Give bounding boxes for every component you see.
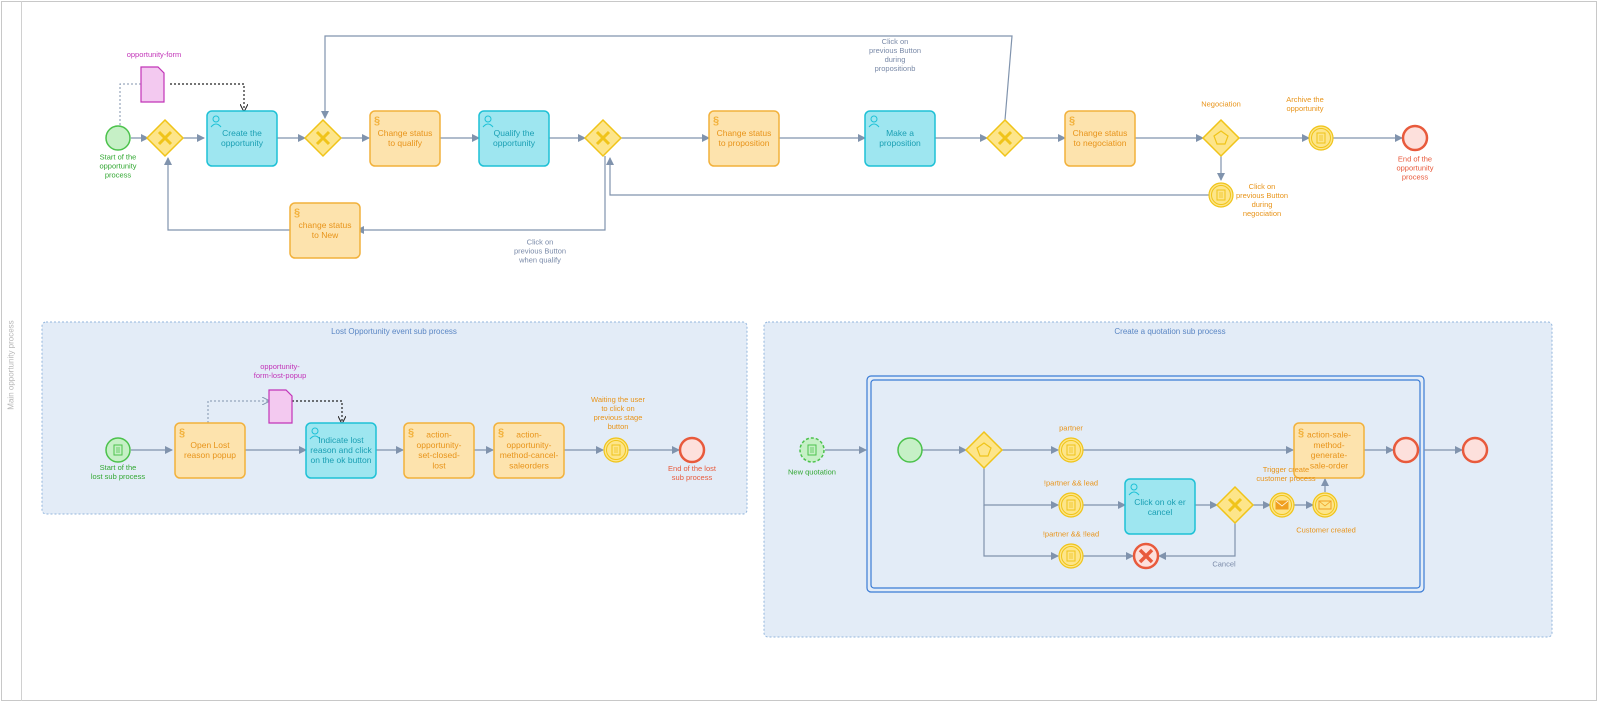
association-data-to-create	[170, 83, 244, 111]
script-task-cancel-saleorders[interactable]: §	[493, 422, 565, 479]
intermediate-event-negociation-previous[interactable]	[1208, 182, 1234, 208]
flow-gateway-to-not-lead-event	[983, 505, 1059, 560]
start-event-new-quotation-icon	[807, 444, 817, 456]
end-event-quotation[interactable]	[1461, 436, 1489, 464]
message-catch-event-customer-created[interactable]	[1312, 492, 1338, 518]
gateway-exclusive-4[interactable]	[985, 118, 1025, 158]
conditional-event-partner[interactable]	[1058, 437, 1084, 463]
flow-gateway-cancel-to-error	[1158, 523, 1236, 560]
end-event-lost[interactable]	[678, 436, 706, 464]
user-task-click-ok-cancel[interactable]	[1124, 478, 1196, 535]
svg-text:§: §	[713, 115, 719, 127]
new-quotation-label: New quotation	[788, 468, 836, 477]
svg-text:§: §	[374, 115, 380, 127]
end-event-opportunity[interactable]	[1401, 124, 1429, 152]
script-task-change-new[interactable]: §	[289, 202, 361, 259]
start-event-opportunity[interactable]	[105, 125, 131, 151]
user-task-indicate-lost-reason[interactable]	[305, 422, 377, 479]
script-task-change-proposition[interactable]: §	[708, 110, 780, 167]
cancel-label: Cancel	[1212, 560, 1236, 569]
user-task-qualify-opportunity[interactable]	[478, 110, 550, 167]
gateway-exclusive-3[interactable]	[583, 118, 623, 158]
start-event-lost[interactable]	[105, 437, 131, 463]
lane-divider	[21, 1, 22, 701]
data-object-opportunity-form[interactable]	[140, 66, 165, 103]
svg-text:§: §	[498, 427, 504, 439]
partner-label: partner	[1059, 424, 1083, 433]
task-cancel-orders-label: action-opportunity-method-cancel-saleord…	[500, 430, 559, 471]
script-task-change-qualify[interactable]: §	[369, 110, 441, 167]
intermediate-event-archive[interactable]	[1308, 125, 1334, 151]
data-object-lost-popup[interactable]	[268, 389, 293, 424]
association-start-to-data	[119, 84, 153, 125]
data-object-opportunity-form-label: opportunity-form	[127, 50, 182, 59]
user-task-make-proposition[interactable]	[864, 110, 936, 167]
flow-gateway3-to-change-new	[356, 156, 606, 234]
task-set-closed-label: action-opportunity-set-closed-lost	[417, 430, 462, 471]
gateway-event-based-negociation[interactable]	[1201, 118, 1241, 158]
svg-text:§: §	[179, 427, 185, 439]
message-throw-event-trigger[interactable]	[1269, 492, 1295, 518]
end-event-inner-quotation[interactable]	[1392, 436, 1420, 464]
svg-text:§: §	[1069, 115, 1075, 127]
quotation-subprocess-title: Create a quotation sub process	[1114, 327, 1225, 336]
gateway-event-based-quotation[interactable]	[964, 430, 1004, 470]
script-task-set-closed-lost[interactable]: §	[403, 422, 475, 479]
data-object-lost-popup-label: opportunity-form-lost-popup	[254, 362, 307, 380]
gateway-exclusive-2[interactable]	[303, 118, 343, 158]
quotation-inner-subprocess-border	[870, 379, 1421, 589]
svg-text:§: §	[408, 427, 414, 439]
svg-text:§: §	[1298, 427, 1304, 439]
conditional-event-not-partner-not-lead[interactable]	[1058, 543, 1084, 569]
lost-subprocess-title: Lost Opportunity event sub process	[331, 327, 457, 336]
not-partner-not-lead-label: !partner && !lead	[1043, 530, 1099, 539]
error-end-event-cancel[interactable]	[1132, 542, 1160, 570]
not-partner-lead-label: !partner && lead	[1044, 479, 1098, 488]
gateway-exclusive-1[interactable]	[145, 118, 185, 158]
flow-boundary-back-to-gateway3	[606, 157, 1209, 196]
customer-created-label: Customer created	[1296, 526, 1356, 535]
script-task-change-negociation[interactable]: §	[1064, 110, 1136, 167]
flow-gateway4-back-to-gateway2	[321, 35, 1013, 121]
start-event-inner-quotation[interactable]	[897, 437, 923, 463]
negociation-label: Negociation	[1201, 100, 1241, 109]
script-task-open-lost-reason[interactable]: §	[174, 422, 246, 479]
flow-change-new-to-gateway1	[164, 157, 290, 231]
association-lost-data-to-indicate	[292, 400, 342, 423]
gateway-exclusive-quotation[interactable]	[1215, 485, 1255, 525]
association-lost-open-to-data	[207, 401, 269, 423]
user-task-create-opportunity[interactable]	[206, 110, 278, 167]
svg-text:§: §	[294, 207, 300, 219]
task-generate-order-label: action-sale-method-generate-sale-order	[1307, 430, 1351, 471]
intermediate-event-waiting-user[interactable]	[603, 437, 629, 463]
script-task-generate-sale-order[interactable]: §	[1293, 422, 1365, 479]
conditional-event-not-partner-lead[interactable]	[1058, 492, 1084, 518]
